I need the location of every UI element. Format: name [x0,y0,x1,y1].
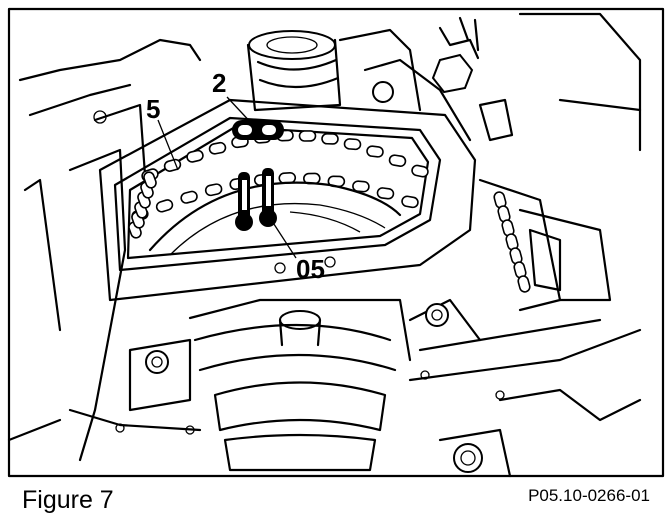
timing-chain-right-side [493,191,531,293]
chain-link [401,195,419,209]
upper-right-brackets [338,12,642,152]
chain-link [321,132,339,145]
illustration-border [7,7,665,478]
chain-link [204,183,223,197]
chain-link [517,275,531,293]
callout-5: 5 [146,94,160,124]
engine-block-left [7,38,202,462]
lower-crank-assembly [115,298,642,478]
upper-sprocket-hub [246,30,342,112]
chain-link [352,180,370,193]
chain-link [376,187,395,200]
chain-link [388,154,407,167]
chain-link [180,190,198,204]
chain-link [366,145,384,158]
chain-link [163,158,182,172]
locking-pin-2 [232,120,284,140]
chain-link [343,138,362,151]
chain-link [155,199,174,213]
callout-05: 05 [296,254,325,284]
chain-link [186,149,204,163]
chain-link [298,130,317,142]
chain-link [411,164,429,178]
chain-link [208,141,227,155]
chain-link [143,171,157,189]
callout-2: 2 [212,68,226,98]
figure-reference-code: P05.10-0266-01 [528,486,650,505]
chain-tensioner-right [478,178,612,312]
callout-leaders [157,96,297,259]
cover-bolt-holes [274,256,336,274]
figure-caption: Figure 7 [22,486,114,514]
camshaft-sprocket [148,181,402,256]
